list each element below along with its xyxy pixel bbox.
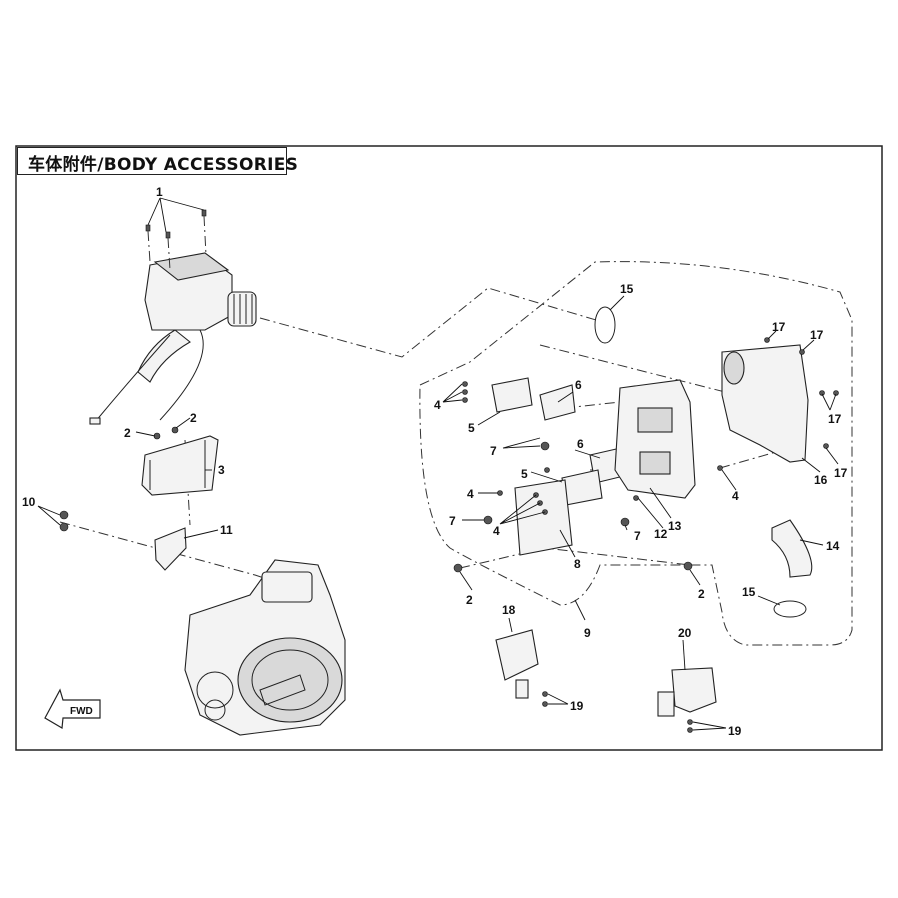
- callout-13: 13: [668, 519, 682, 533]
- airbox-intake-tube: [137, 329, 191, 383]
- nut-10b: [59, 522, 69, 532]
- callout-2: 2: [190, 411, 197, 425]
- callout-4: 4: [493, 524, 500, 538]
- callout-19: 19: [570, 699, 584, 713]
- callout-6: 6: [577, 437, 584, 451]
- bracket-legs: [149, 440, 206, 490]
- callout-2: 2: [124, 426, 131, 440]
- callout-4: 4: [434, 398, 441, 412]
- nut-10a: [59, 510, 69, 520]
- callout-9: 9: [584, 626, 591, 640]
- connection-line-airbox: [259, 287, 597, 358]
- callout-5: 5: [521, 467, 528, 481]
- connection-line-engine-mount: [59, 521, 301, 591]
- callout-6: 6: [575, 378, 582, 392]
- diagram-frame: [15, 145, 883, 751]
- ring-15-upper: [594, 306, 616, 344]
- callout-3: 3: [218, 463, 225, 477]
- callout-2: 2: [698, 587, 705, 601]
- callout-15: 15: [742, 585, 756, 599]
- callout-4: 4: [732, 489, 739, 503]
- callout-17: 17: [828, 412, 842, 426]
- housing-13: [614, 379, 696, 499]
- panel-18: [495, 629, 539, 699]
- engine: [184, 559, 346, 736]
- callout-5: 5: [468, 421, 475, 435]
- callout-15: 15: [620, 282, 634, 296]
- callout-19: 19: [728, 724, 742, 738]
- title-box: [17, 147, 287, 175]
- bolt-2b: [171, 426, 179, 434]
- callout-16: 16: [814, 473, 828, 487]
- callout-4: 4: [467, 487, 474, 501]
- callout-7: 7: [490, 444, 497, 458]
- plate-8: [514, 479, 573, 556]
- fwd-label: FWD: [70, 706, 93, 717]
- callout-7: 7: [449, 514, 456, 528]
- callout-17: 17: [810, 328, 824, 342]
- guard-5-upper: [491, 377, 533, 413]
- guard-5-lower: [561, 469, 603, 506]
- callout-14: 14: [826, 539, 840, 553]
- callout-8: 8: [574, 557, 581, 571]
- assembly-boundary: [419, 261, 853, 646]
- hose-end: [89, 417, 101, 425]
- ring-15-lower: [773, 600, 807, 618]
- callout-17: 17: [834, 466, 848, 480]
- duct-6-upper: [539, 384, 576, 421]
- connection-line-housing: [539, 344, 726, 393]
- fwd-arrow: [44, 688, 101, 729]
- elbow-14: [771, 519, 813, 578]
- callout-20: 20: [678, 626, 692, 640]
- callout-2: 2: [466, 593, 473, 607]
- boot-ribs: [233, 294, 253, 324]
- callout-7: 7: [634, 529, 641, 543]
- panel-20: [657, 667, 717, 717]
- callout-10: 10: [22, 495, 36, 509]
- mount-plate: [154, 527, 187, 571]
- page-title: 车体附件/BODY ACCESSORIES: [28, 155, 299, 175]
- airbox-assembly: [89, 252, 257, 425]
- housing-13-window-upper: [637, 407, 673, 433]
- leader-lines: [37, 197, 839, 731]
- callout-12: 12: [654, 527, 668, 541]
- support-bracket: [141, 435, 219, 496]
- callout-1: 1: [156, 185, 163, 199]
- callout-17: 17: [772, 320, 786, 334]
- cover-16-port: [723, 351, 745, 385]
- drain-hose: [159, 329, 204, 421]
- screws-item-1: [145, 209, 207, 271]
- breather-hose: [94, 334, 171, 423]
- callout-18: 18: [502, 603, 516, 617]
- airbox-outlet-boot: [227, 291, 257, 327]
- callout-labels: 1 2 2 3 10 11 4 5 6 7 6 5 4 7 4 8 7 12 1…: [22, 185, 848, 738]
- callout-11: 11: [220, 523, 233, 537]
- airbox-lid: [153, 252, 230, 281]
- housing-13-window-lower: [639, 451, 671, 475]
